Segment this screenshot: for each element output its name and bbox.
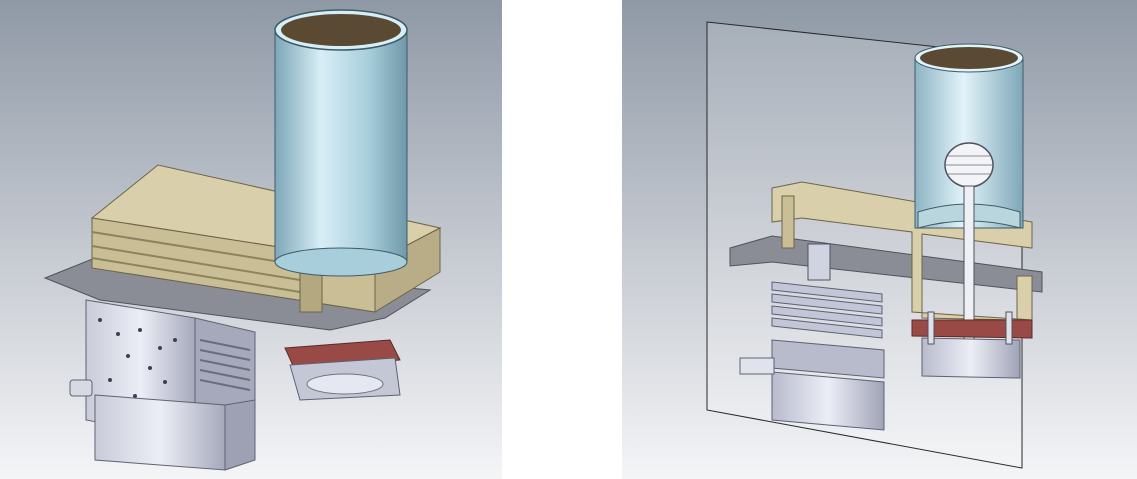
magnetron-lower-box-side (224, 399, 256, 471)
terminal-connector (69, 379, 93, 397)
antenna-disc-lines (946, 155, 992, 175)
magnetron-lower-section (771, 371, 885, 431)
cooling-fins (199, 339, 251, 391)
launcher-body-section (921, 337, 1021, 379)
launcher-bowl (306, 373, 384, 395)
waveguide-side (374, 227, 441, 313)
mounting-holes (98, 318, 177, 398)
magnetron-lower-box (94, 394, 226, 471)
cylinder-opening (281, 14, 401, 46)
waveguide-end-wall (781, 195, 795, 249)
launcher-bolts (927, 311, 1013, 345)
cad-view-assembled (0, 0, 502, 479)
cad-canvas-left (0, 0, 502, 479)
launcher-flange-section (911, 319, 1033, 339)
cylinder-body (274, 29, 408, 263)
cylinder-base-ring (274, 247, 408, 277)
magnetron-fins (771, 281, 883, 339)
cylinder-opening-section (920, 47, 1018, 69)
waveguide-ribs (91, 231, 301, 293)
cad-view-section (622, 0, 1137, 479)
cad-canvas-right (622, 0, 1137, 479)
magnetron-terminal (739, 357, 775, 375)
magnetron-antenna (807, 243, 831, 281)
